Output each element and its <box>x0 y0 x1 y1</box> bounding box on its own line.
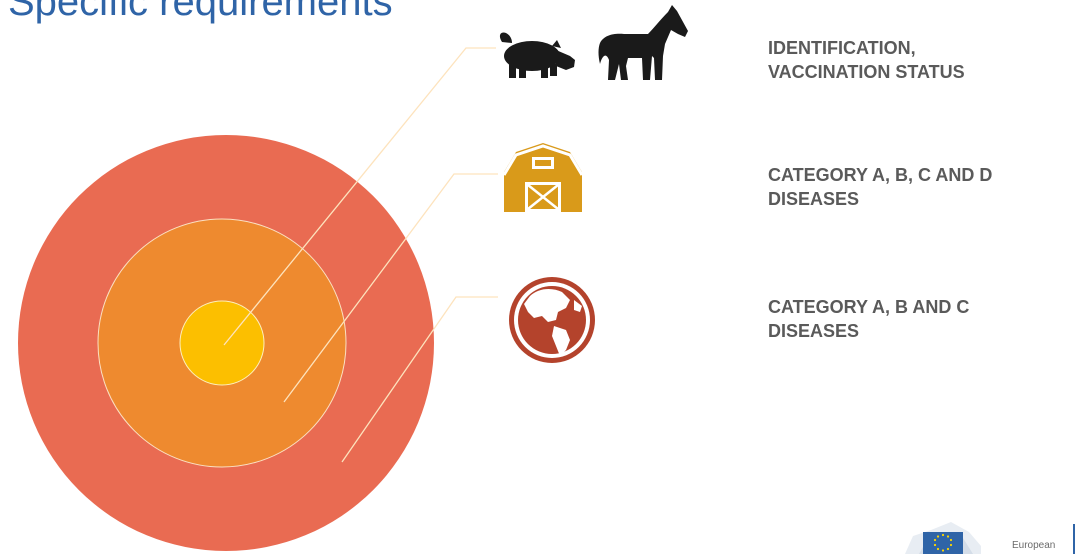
connector-line-middle <box>283 173 498 403</box>
label-identification-line2: VACCINATION STATUS <box>768 62 965 82</box>
label-category-abc-line2: DISEASES <box>768 321 860 341</box>
eu-commission-logo <box>905 522 981 554</box>
label-category-abc: CATEGORY A, B AND C DISEASES <box>768 295 969 343</box>
globe-icon <box>509 277 595 363</box>
inner-circle <box>179 300 265 386</box>
label-category-abc-line1: CATEGORY A, B AND C <box>768 297 970 317</box>
label-identification: IDENTIFICATION, VACCINATION STATUS <box>768 36 965 84</box>
label-category-abcd-line2: DISEASES <box>768 189 860 209</box>
pig-icon <box>499 32 575 78</box>
label-identification-line1: IDENTIFICATION, <box>768 38 916 58</box>
eu-logo-divider <box>1073 524 1075 554</box>
slide-title: Specific requirements <box>8 0 393 24</box>
barn-icon <box>502 143 584 212</box>
eu-logo-text: European <box>1012 540 1056 551</box>
label-category-abcd-line1: CATEGORY A, B, C AND D <box>768 165 993 185</box>
horse-icon <box>598 5 688 80</box>
connector-line-inner <box>223 47 496 346</box>
connector-line-outer <box>341 296 498 463</box>
label-category-abcd: CATEGORY A, B, C AND D DISEASES <box>768 163 992 211</box>
